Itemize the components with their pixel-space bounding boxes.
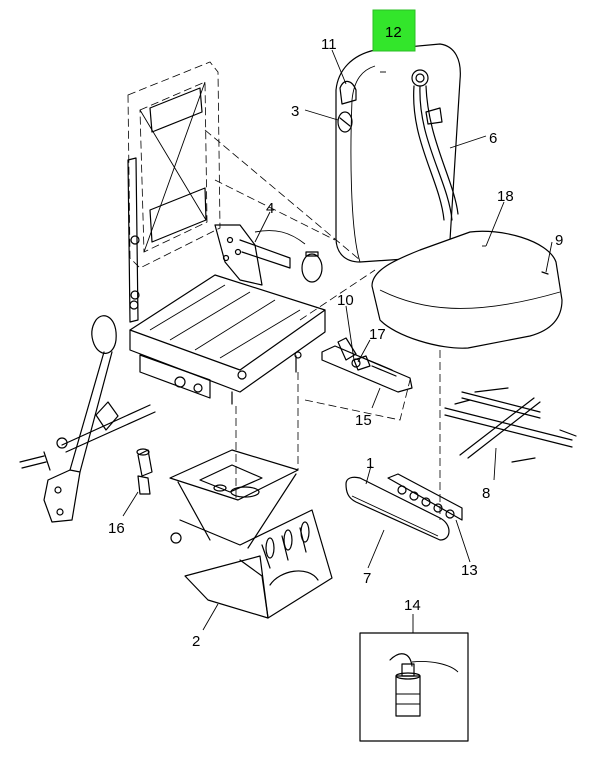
support-frame: [444, 387, 577, 463]
leader-lines: [122, 49, 553, 633]
callout-8[interactable]: 8: [482, 485, 490, 502]
shock-arm-assembly: [19, 315, 156, 523]
seat-back-cushion: [335, 43, 461, 263]
callout-14[interactable]: 14: [404, 597, 421, 614]
callout-2[interactable]: 2: [192, 633, 200, 650]
suspension-base: [169, 449, 333, 619]
callout-6[interactable]: 6: [489, 130, 497, 147]
callout-12[interactable]: 12: [385, 24, 402, 41]
armrest: [345, 473, 463, 541]
callout-15[interactable]: 15: [355, 412, 372, 429]
alignment-lines: [204, 129, 441, 520]
highlight-callout-12: [372, 9, 416, 52]
callout-13[interactable]: 13: [461, 562, 478, 579]
callout-4[interactable]: 4: [266, 200, 274, 217]
seat-back-frame: [127, 61, 221, 323]
callout-18[interactable]: 18: [497, 188, 514, 205]
callout-labels: 12 11 3 6 4 18 9 10 17 15 1 8 16 13 7 14…: [108, 24, 563, 650]
seat-base-frame: [129, 274, 326, 405]
callout-1[interactable]: 1: [366, 455, 374, 472]
seat-cushion: [371, 230, 563, 349]
callout-3[interactable]: 3: [291, 103, 299, 120]
valve-fitting: [136, 448, 153, 495]
callout-9[interactable]: 9: [555, 232, 563, 249]
callout-7[interactable]: 7: [363, 570, 371, 587]
adjuster-bracket: [214, 224, 323, 286]
callout-17[interactable]: 17: [369, 326, 386, 343]
callout-10[interactable]: 10: [337, 292, 354, 309]
callout-16[interactable]: 16: [108, 520, 125, 537]
slide-rail: [321, 337, 413, 393]
callout-11[interactable]: 11: [321, 36, 337, 53]
detail-inset: [359, 632, 469, 742]
